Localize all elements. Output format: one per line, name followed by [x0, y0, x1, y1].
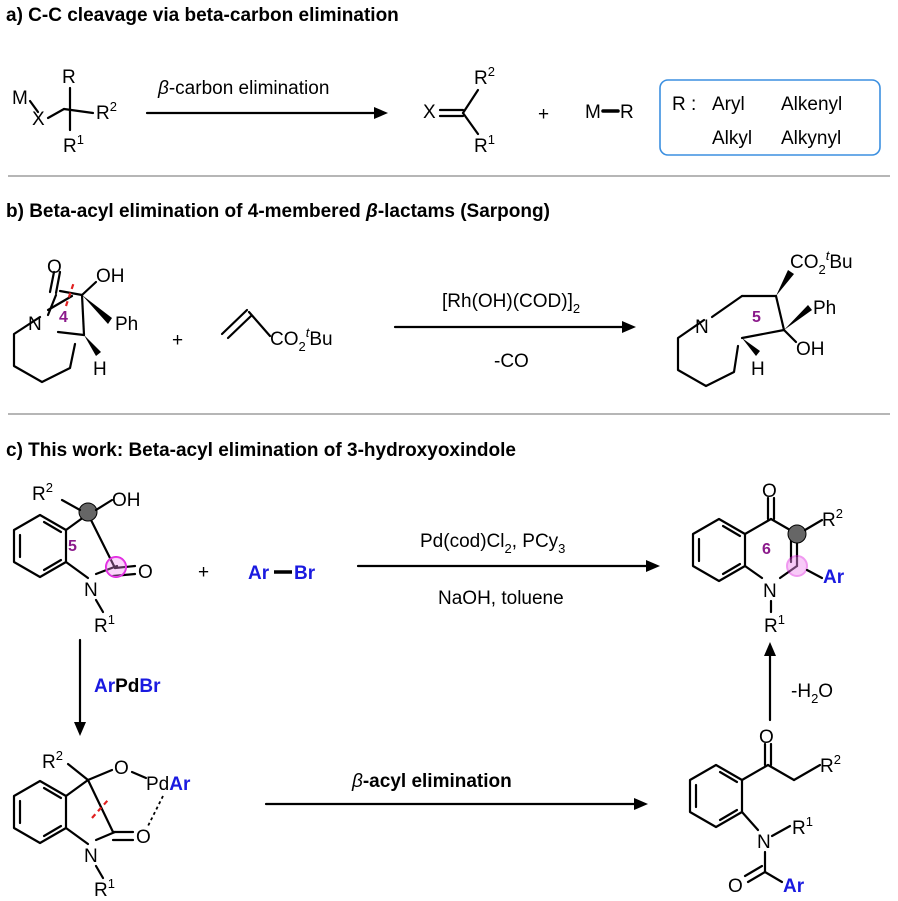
arbr-br: Br [294, 563, 316, 584]
section-c-up-label: -H2O [791, 681, 833, 706]
atom-r1-pd: R1 [94, 876, 115, 901]
atom-o-pd-carbonyl: O [136, 827, 151, 848]
atom-x-product: X [423, 102, 436, 123]
section-c-cond1: Pd(cod)Cl2, PCy3 [420, 531, 565, 556]
box-r-label: R : [672, 94, 696, 115]
box-aryl: Aryl [712, 94, 745, 115]
atom-r2-amide: R2 [820, 752, 841, 777]
atom-r2: R2 [96, 99, 117, 124]
atom-ph-product: Ph [813, 298, 836, 319]
section-c-amide: O R2 N R1 O Ar [688, 727, 841, 897]
atom-o-pd: O [114, 758, 129, 779]
atom-r1-oxindole: R1 [94, 612, 115, 637]
section-c-quinolone: O R2 Ar 6 N R1 [691, 481, 845, 637]
atom-o-ketone: O [759, 727, 774, 748]
atom-oh-oxindole: OH [112, 490, 141, 511]
section-c-cond2: NaOH, toluene [438, 588, 564, 609]
atom-n-pd: N [84, 846, 98, 867]
ring-size-6: 6 [762, 541, 771, 558]
section-a-title: a) C-C cleavage via beta-carbon eliminat… [6, 5, 399, 26]
atom-co2tbu-product: CO2tBu [790, 248, 853, 277]
section-b-title: b) Beta-acyl elimination of 4-membered β… [6, 201, 550, 222]
atom-oh-product: OH [796, 339, 825, 360]
atom-r1-quinolone: R1 [764, 612, 785, 637]
atom-n-oxindole: N [84, 580, 98, 601]
atom-h-product: H [751, 359, 765, 380]
atom-n-amide: N [757, 832, 771, 853]
box-alkynyl: Alkynyl [781, 128, 841, 149]
atom-m: M [12, 88, 28, 109]
atom-r1-amide: R1 [792, 814, 813, 839]
atom-o-quinolone: O [762, 481, 777, 502]
atom-n-lactam: N [28, 314, 42, 335]
section-b-below: -CO [494, 351, 529, 372]
box-alkenyl: Alkenyl [781, 94, 842, 115]
section-a-r-box [659, 79, 881, 156]
section-c-title: c) This work: Beta-acyl elimination of 3… [6, 440, 516, 461]
atom-ph-lactam: Ph [115, 314, 138, 335]
section-a-plus: + [538, 104, 549, 125]
section-c-bottom-label: β-acyl elimination [351, 771, 512, 792]
section-c-down-label: ArPdBr [94, 676, 161, 697]
atom-ar-quinolone: Ar [823, 567, 845, 588]
section-a-mr-m: M [585, 102, 601, 123]
atom-o-lactam: O [47, 257, 62, 278]
atom-r2-oxindole: R2 [32, 480, 53, 505]
section-a-arrow-label: β-carbon elimination [157, 78, 329, 99]
section-c-plus: + [198, 562, 209, 583]
atom-r: R [62, 67, 76, 88]
section-a-mr-r: R [620, 102, 634, 123]
atom-r1: R1 [63, 132, 84, 157]
ring-size-4: 4 [59, 309, 68, 326]
atom-pdar: PdAr [146, 774, 191, 795]
section-c-top-arrowhead [646, 560, 660, 572]
atom-n-product: N [695, 317, 709, 338]
ring-size-5: 5 [752, 309, 761, 326]
section-c-down-arrowhead [74, 722, 86, 736]
atom-r2-product: R2 [474, 64, 495, 89]
section-b-plus: + [172, 330, 183, 351]
section-a-product: X R2 R1 [423, 64, 495, 157]
atom-r2-quinolone: R2 [822, 506, 843, 531]
box-alkyl: Alkyl [712, 128, 752, 149]
atom-r2-pd: R2 [42, 748, 63, 773]
atom-n-quinolone: N [763, 581, 777, 602]
section-b-product: N 5 CO2tBu Ph OH H [676, 248, 853, 388]
section-c-pd-intermediate: O N R1 R2 O PdAr [12, 748, 191, 901]
section-b-reagent: [Rh(OH)(COD)]2 [442, 291, 580, 316]
atom-h-lactam: H [93, 359, 107, 380]
section-c-bottom-arrowhead [634, 798, 648, 810]
section-a-arrowhead [374, 107, 388, 119]
section-c-oxindole: 5 O N R1 OH R2 [12, 480, 153, 637]
section-b-arrowhead [622, 321, 636, 333]
atom-x: X [32, 109, 45, 130]
section-b-lactam: O N 4 OH Ph H [12, 257, 138, 384]
section-c-up-arrowhead [764, 642, 776, 656]
atom-o-oxindole: O [138, 562, 153, 583]
section-b-acrylate: CO2tBu [220, 308, 333, 354]
ring-size-5-sm: 5 [68, 538, 77, 555]
atom-r1-product: R1 [474, 132, 495, 157]
section-a-reactant: M X R R2 R1 [12, 67, 117, 157]
arbr-ar: Ar [248, 563, 270, 584]
atom-ar-amide: Ar [783, 876, 805, 897]
atom-co2tbu-acrylate: CO2tBu [270, 325, 333, 354]
atom-o-amide: O [728, 876, 743, 897]
atom-oh-lactam: OH [96, 266, 125, 287]
